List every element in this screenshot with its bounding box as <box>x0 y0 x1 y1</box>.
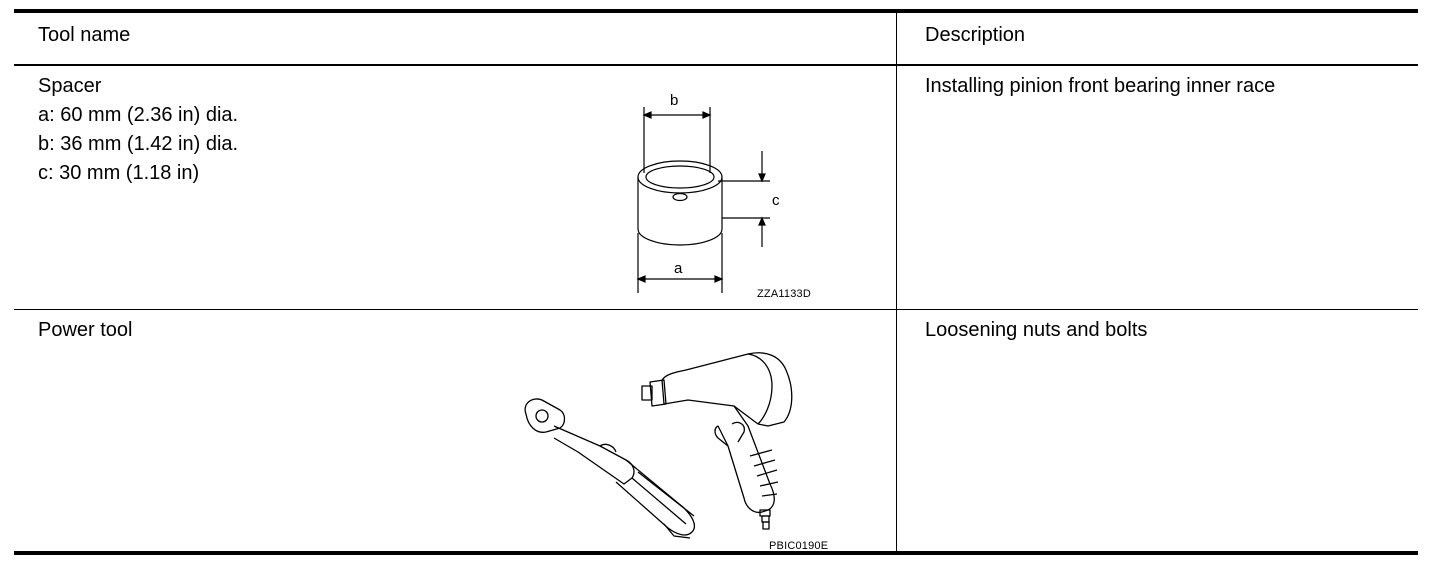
figure-code: ZZA1133D <box>757 288 811 300</box>
power-tool-description: Loosening nuts and bolts <box>925 319 1148 341</box>
header-description: Description <box>925 24 1026 46</box>
column-divider <box>896 12 897 552</box>
figure-code: PBIC0190E <box>769 540 829 552</box>
power-tool-drawing-icon: PBIC0190E <box>514 334 834 552</box>
tool-name: Spacer <box>38 75 102 97</box>
spacer-description: Installing pinion front bearing inner ra… <box>925 75 1276 97</box>
tools-table: Tool name Description Spacer a: 60 mm (2… <box>14 9 1418 557</box>
table-header-rule <box>14 64 1418 66</box>
table-row-divider <box>14 309 1418 310</box>
header-tool-name: Tool name <box>38 24 131 46</box>
table-bottom-rule <box>14 551 1418 555</box>
table-row-spacer-name-cell: Spacer a: 60 mm (2.36 in) dia. b: 36 mm … <box>38 72 238 188</box>
label-a: a <box>674 260 683 277</box>
spec-a: a: 60 mm (2.36 in) dia. <box>38 104 239 126</box>
power-tool-name: Power tool <box>38 319 133 341</box>
label-b: b <box>670 92 678 109</box>
label-c: c <box>772 192 780 209</box>
spec-b: b: 36 mm (1.42 in) dia. <box>38 133 239 155</box>
table-top-rule <box>14 9 1418 13</box>
spacer-diagram-icon: b a c ZZA1133D <box>604 85 811 301</box>
spec-c: c: 30 mm (1.18 in) <box>38 162 200 184</box>
